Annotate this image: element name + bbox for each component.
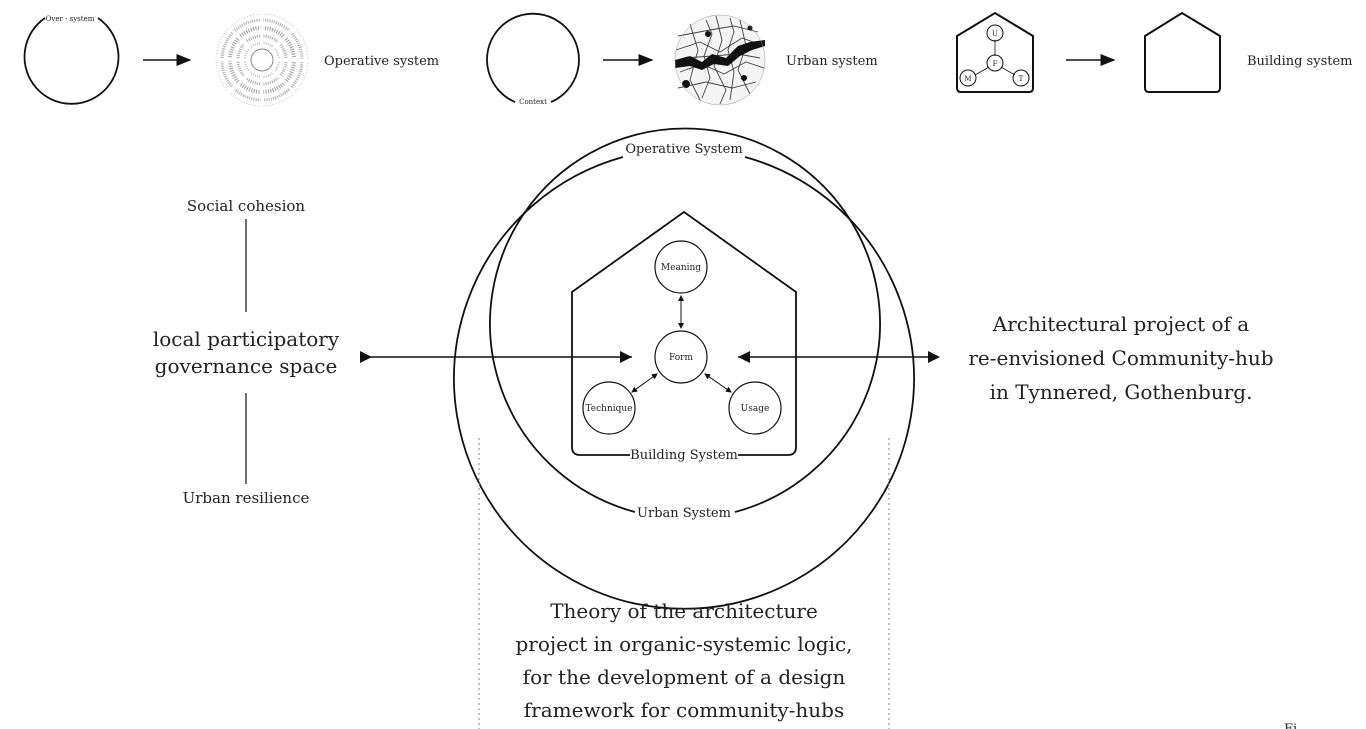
theory-text-line4: framework for community-hubs bbox=[524, 698, 845, 722]
theory-text-line1: Theory of the architecture bbox=[550, 599, 818, 623]
form-label: Form bbox=[669, 353, 693, 363]
context-icon bbox=[486, 12, 580, 103]
urban-system-label: Urban system bbox=[786, 54, 878, 69]
building-outline-icon bbox=[1144, 11, 1221, 93]
over-system-icon bbox=[23, 17, 120, 105]
building-system-house bbox=[571, 210, 797, 456]
building-system-label-center: Building System bbox=[630, 448, 738, 463]
technique-form-link bbox=[631, 373, 658, 393]
project-text-line3: in Tynnered, Gothenburg. bbox=[990, 380, 1253, 404]
arrow-start-triangle bbox=[360, 351, 372, 363]
arrow-out-start-triangle bbox=[738, 351, 750, 363]
arrow-out-head bbox=[928, 351, 940, 363]
theory-text-line3: for the development of a design bbox=[523, 665, 846, 689]
technique-label: Technique bbox=[585, 404, 632, 414]
context-label: Context bbox=[519, 98, 547, 106]
social-cohesion-label: Social cohesion bbox=[187, 197, 306, 215]
operative-system-ring bbox=[453, 156, 915, 610]
technique-node bbox=[582, 381, 636, 435]
house-f-label: F bbox=[993, 60, 998, 68]
operative-system-icon bbox=[215, 13, 309, 107]
governance-label-line1: local participatory bbox=[153, 327, 340, 351]
urban-system-ring bbox=[489, 127, 881, 513]
governance-label-line2: governance space bbox=[155, 354, 338, 378]
building-ufmt-icon bbox=[956, 11, 1034, 93]
urban-map-icon bbox=[674, 14, 766, 106]
urban-system-ring-label: Urban System bbox=[637, 506, 731, 521]
house-m-label: M bbox=[964, 75, 971, 83]
meaning-label: Meaning bbox=[661, 263, 701, 273]
house-u-label: U bbox=[992, 30, 998, 38]
house-t-label: T bbox=[1019, 75, 1024, 83]
theory-text-line2: project in organic-systemic logic, bbox=[515, 632, 852, 656]
usage-form-link bbox=[704, 373, 732, 393]
operative-system-ring-label: Operative System bbox=[625, 142, 742, 157]
form-node bbox=[654, 330, 708, 384]
meaning-node bbox=[654, 240, 708, 294]
project-text-line2: re-envisioned Community-hub bbox=[968, 346, 1273, 370]
usage-label: Usage bbox=[741, 404, 770, 414]
usage-node bbox=[728, 381, 782, 435]
corner-fragment-text: Fi bbox=[1284, 722, 1297, 729]
urban-resilience-label: Urban resilience bbox=[183, 489, 310, 507]
building-system-label: Building system bbox=[1247, 54, 1352, 69]
operative-system-label: Operative system bbox=[324, 54, 439, 69]
over-system-label: Over - system bbox=[46, 15, 95, 23]
arrow-into-form-head bbox=[620, 351, 632, 363]
project-text-line1: Architectural project of a bbox=[992, 312, 1250, 336]
